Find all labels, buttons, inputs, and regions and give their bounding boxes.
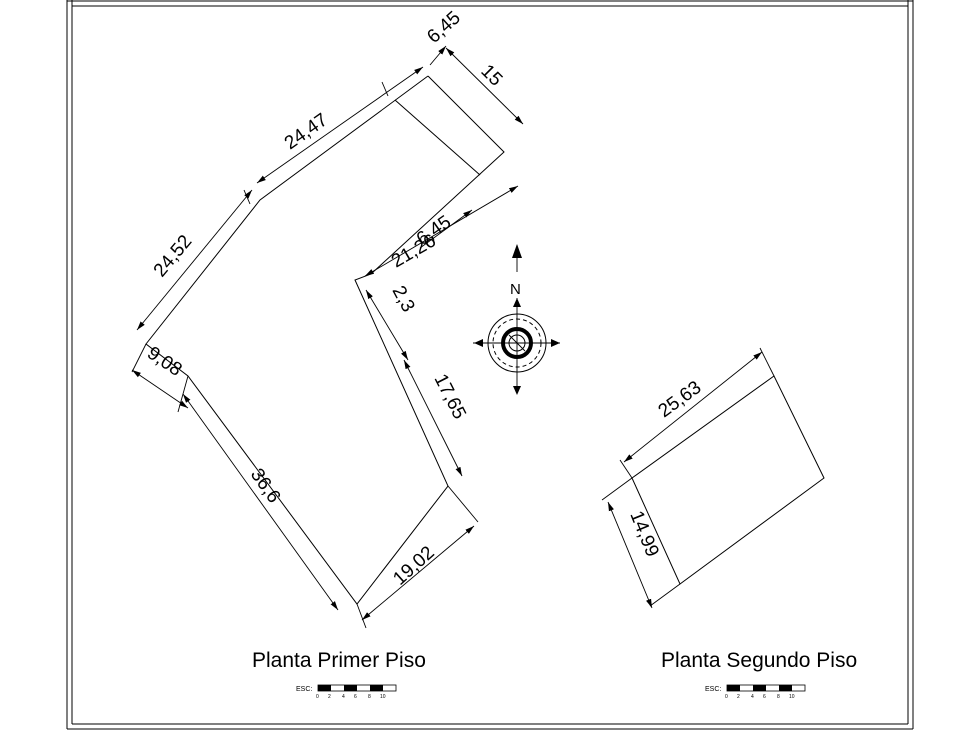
scale-tick: 2 bbox=[328, 694, 331, 700]
scale-bar-first-floor: ESC: 0 2 4 6 8 10 bbox=[296, 684, 397, 700]
north-label: N bbox=[510, 281, 521, 298]
scale-tick: 8 bbox=[368, 694, 371, 700]
north-compass: N bbox=[473, 244, 560, 395]
first-floor-title: Planta Primer Piso bbox=[252, 649, 426, 672]
first-floor-dimensions bbox=[131, 45, 524, 629]
scale-label: ESC: bbox=[296, 686, 312, 693]
scale-bar-second-floor: ESC: 0 2 4 6 8 10 bbox=[705, 684, 806, 700]
dim-36-6: 36,6 bbox=[246, 465, 284, 507]
scale-tick: 4 bbox=[751, 694, 754, 700]
scale-tick: 10 bbox=[380, 694, 386, 700]
scale-tick: 0 bbox=[316, 694, 319, 700]
dim-19-02: 19,02 bbox=[389, 542, 438, 589]
dim-6-45: 6,45 bbox=[423, 7, 465, 47]
dim-24-52: 24,52 bbox=[150, 231, 197, 281]
scale-tick: 4 bbox=[342, 694, 345, 700]
north-arrow-icon bbox=[512, 244, 522, 258]
scale-label: ESC: bbox=[705, 686, 721, 693]
dim-25-63: 25,63 bbox=[655, 377, 706, 422]
scale-tick: 2 bbox=[737, 694, 740, 700]
scale-tick: 6 bbox=[763, 694, 766, 700]
second-floor-title: Planta Segundo Piso bbox=[661, 649, 857, 672]
sheet-frame bbox=[66, 0, 914, 730]
dim-15: 15 bbox=[476, 61, 506, 91]
scale-tick: 8 bbox=[777, 694, 780, 700]
dim-24-47: 24,47 bbox=[281, 110, 332, 154]
scale-tick: 0 bbox=[725, 694, 728, 700]
dim-9-08: 9,08 bbox=[143, 343, 185, 381]
scale-tick: 10 bbox=[789, 694, 795, 700]
dim-2-3: 2,3 bbox=[388, 282, 419, 315]
dim-17-65: 17,65 bbox=[430, 371, 470, 423]
scale-tick: 6 bbox=[354, 694, 357, 700]
first-floor-outline bbox=[145, 75, 505, 605]
first-floor-dimension-labels: 6,45 15 24,47 24,52 21,26 6,45 2,3 17,65… bbox=[143, 7, 506, 589]
second-floor-dimension-labels: 25,63 14,99 bbox=[625, 377, 705, 560]
second-floor-dimensions bbox=[601, 347, 775, 609]
